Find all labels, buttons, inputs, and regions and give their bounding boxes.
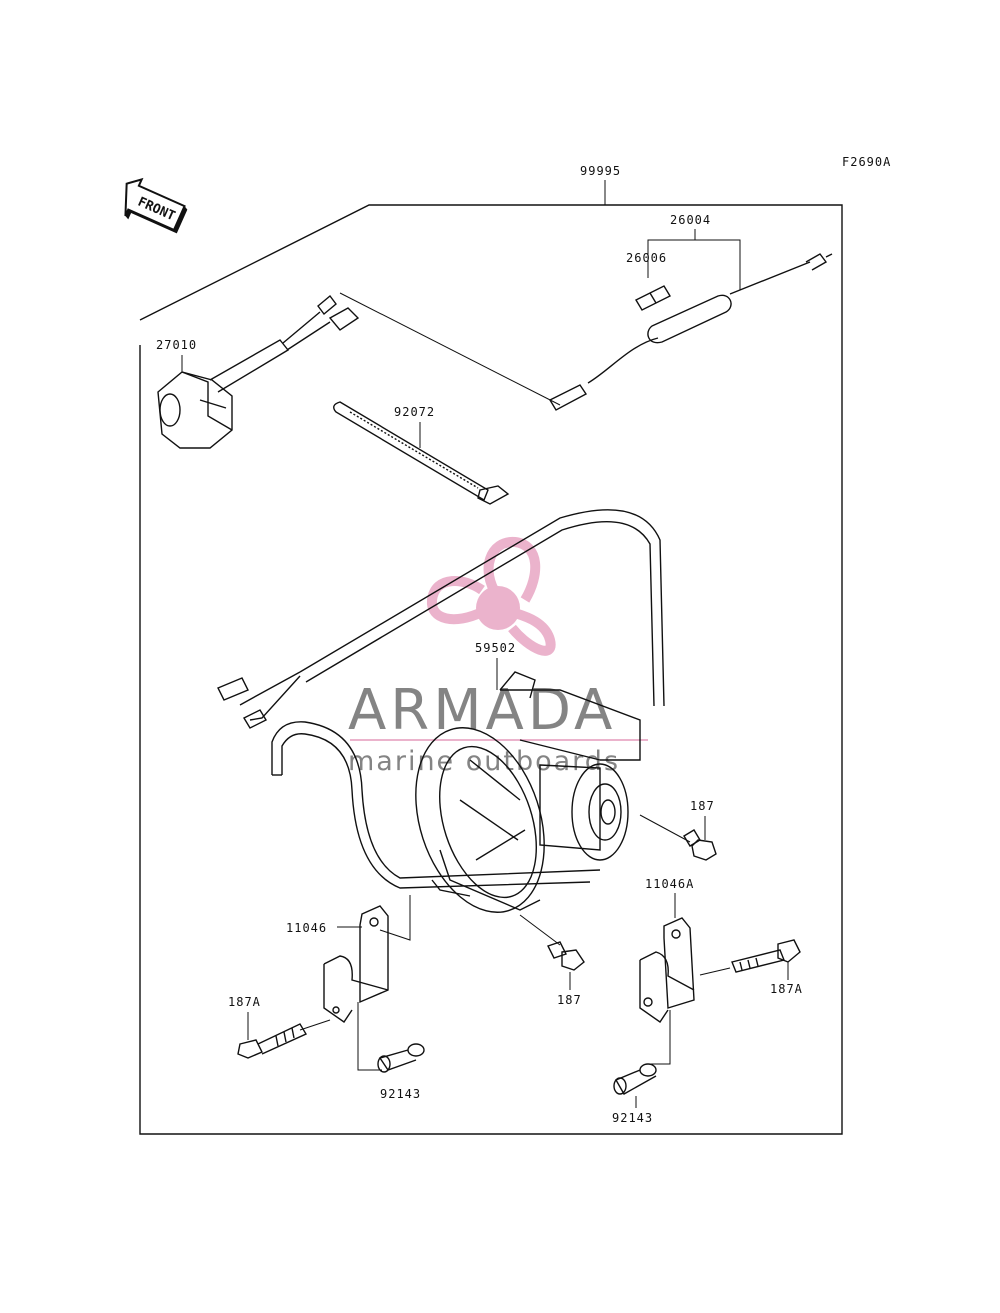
part-26004-fuse-holder	[549, 253, 833, 411]
label-187A-left: 187A	[228, 995, 261, 1009]
part-187-bolt-center	[547, 941, 585, 971]
label-26004: 26004	[670, 213, 711, 227]
label-27010: 27010	[156, 338, 197, 352]
hose	[271, 721, 601, 889]
front-arrow-icon: FRONT	[124, 177, 188, 234]
part-187-bolt-right	[683, 829, 717, 861]
part-27010-switch	[157, 294, 360, 449]
label-11046A: 11046A	[645, 877, 694, 891]
label-59502: 59502	[475, 641, 516, 655]
power-cable	[217, 509, 665, 729]
label-187-right: 187	[690, 799, 715, 813]
label-187-center: 187	[557, 993, 582, 1007]
kit-outline	[139, 204, 843, 1135]
label-11046: 11046	[286, 921, 327, 935]
label-92143-right: 92143	[612, 1111, 653, 1125]
part-11046-bracket	[323, 905, 389, 1023]
part-26006-fuse	[635, 285, 671, 311]
label-92072: 92072	[394, 405, 435, 419]
watermark-tagline: marine outboards	[348, 746, 620, 777]
watermark-brand: ARMADA	[348, 678, 616, 743]
label-92143-left: 92143	[380, 1087, 421, 1101]
label-26006: 26006	[626, 251, 667, 265]
part-92143-collar-right	[613, 1063, 657, 1095]
part-187A-bolt-left	[237, 1023, 308, 1059]
part-187A-bolt-right	[731, 939, 801, 973]
label-187A-right: 187A	[770, 982, 803, 996]
part-92072-cable-tie	[333, 401, 510, 505]
propeller-logo-icon	[427, 536, 556, 656]
armada-watermark: ARMADA marine outboards	[348, 536, 648, 777]
label-99995: 99995	[580, 164, 621, 178]
part-11046A-bracket	[639, 917, 695, 1023]
reference-code: F2690A	[842, 155, 891, 169]
part-59502-pump-assembly	[415, 671, 641, 913]
part-92143-collar-left	[377, 1043, 425, 1073]
